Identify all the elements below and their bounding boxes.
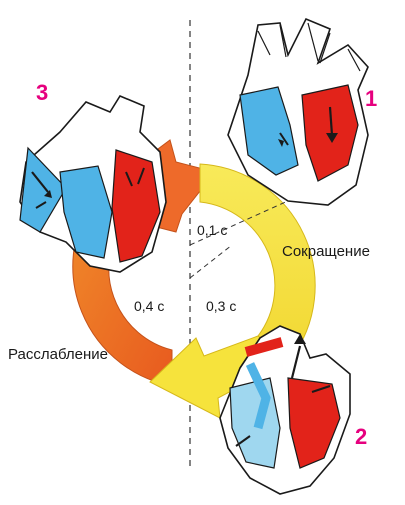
atrial-systole-duration: 0,1 с (197, 222, 227, 238)
relaxation-label: Расслабление (8, 346, 108, 363)
diastole-duration: 0,4 с (134, 298, 164, 314)
stage-number-1: 1 (365, 86, 377, 112)
stage-number-3: 3 (36, 80, 48, 106)
heart-diagram-3 (20, 96, 166, 272)
segment-divider-mid (190, 245, 232, 278)
contraction-label: Сокращение (282, 243, 370, 260)
ventricular-systole-duration: 0,3 с (206, 298, 236, 314)
stage-number-2: 2 (355, 424, 367, 450)
